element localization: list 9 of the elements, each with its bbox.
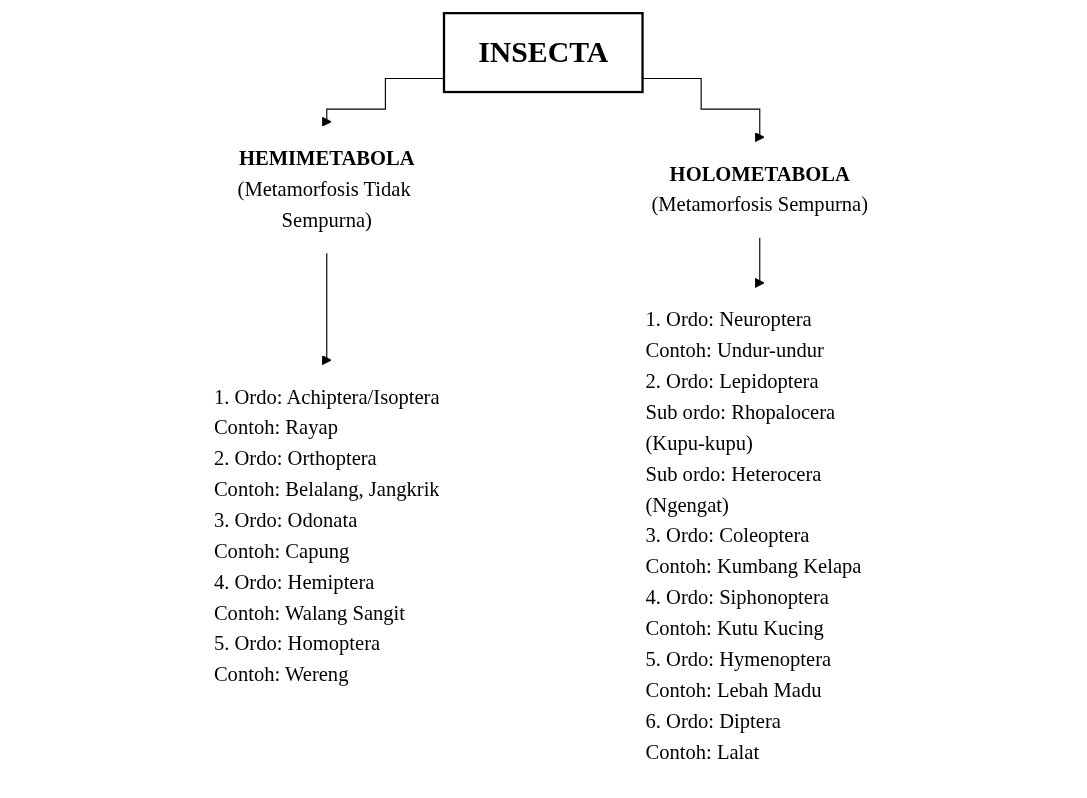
arrow xyxy=(754,237,765,288)
arrow xyxy=(322,78,445,127)
node-text: HOLOMETABOLA (Metamorfosis Sempurna) xyxy=(651,162,869,217)
node-box: INSECTA xyxy=(443,12,644,94)
node-text: 1. Ordo: Achiptera/Isoptera Contoh: Rayap 2. Ordo: Orthoptera Contoh: Belalang, Jangkrik 3. Ordo: Odonata Contoh: Capung 4. Ordo: Hemiptera Contoh: Walang Sangit 5. Ordo: Homoptera Contoh: Wereng xyxy=(214,385,440,686)
node-text: HEMIMETABOLA (Metamorfosis Tidak Sempurna) xyxy=(237,146,415,232)
arrow xyxy=(642,78,765,143)
node-text: 1. Ordo: Neuroptera Contoh: Undur-undur 2. Ordo: Lepidoptera Sub ordo: Rhopalocera (Kupu-kupu) Sub ordo: Heterocera (Ngengat) 3. Ordo: Coleoptera Contoh: Kumbang Kelapa 4. Ordo: Siphonoptera Contoh: Kutu Kucing 5. Ordo: Hymenoptera Contoh: Lebah Madu 6. Ordo: Diptera Contoh: Lalat xyxy=(645,308,862,764)
arrow xyxy=(322,252,333,366)
